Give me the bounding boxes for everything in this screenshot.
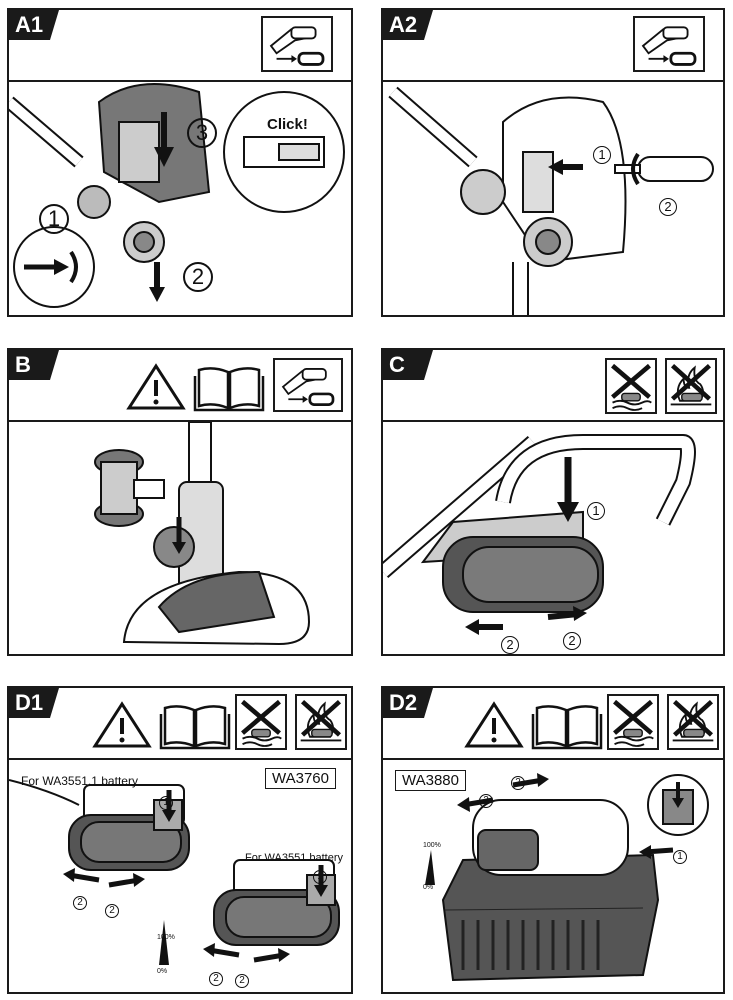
battery-removal-icon (633, 16, 705, 72)
panel-d1-header: D1 (9, 688, 351, 760)
charger-model-label: WA3760 (265, 768, 336, 789)
step-2-marker: 2 (659, 198, 677, 216)
panel-b-tag: B (9, 350, 59, 380)
warning-triangle-icon (91, 700, 153, 750)
no-water-icon (607, 694, 659, 750)
charge-level-empty: 0% (157, 968, 168, 975)
no-water-icon (235, 694, 287, 750)
panel-a2-tag: A2 (383, 10, 433, 40)
step-1-marker: 1 (593, 146, 611, 164)
panel-c: C 1 2 2 (381, 348, 725, 656)
panel-d1-illustration (9, 760, 351, 992)
panel-a1-illustration (9, 82, 351, 315)
step-1-marker: 1 (587, 502, 605, 520)
charge-level-full: 100% (157, 934, 175, 941)
charge-level-full: 100% (423, 842, 441, 849)
no-water-icon (605, 358, 657, 414)
panel-b-header: B (9, 350, 351, 422)
panel-d2-tag: D2 (383, 688, 433, 718)
step-2-marker: 2 (511, 776, 525, 790)
panel-a1-tag: A1 (9, 10, 59, 40)
panel-d2: D2 (381, 686, 725, 994)
step-2-marker-right: 2 (563, 632, 581, 650)
step-3-marker: 3 (187, 118, 217, 148)
click-callout: Click! (267, 116, 308, 133)
step-2-marker: 2 (105, 904, 119, 918)
step-2-marker: 2 (73, 896, 87, 910)
manual-book-icon (531, 700, 603, 750)
panel-b-illustration (9, 422, 351, 654)
manual-book-icon (159, 700, 231, 750)
step-1-marker: 1 (673, 850, 687, 864)
step-2-marker: 2 (479, 794, 493, 808)
panel-c-illustration (383, 422, 723, 654)
charge-level-empty: 0% (423, 884, 434, 891)
panel-d1: D1 (7, 686, 353, 994)
step-1-marker: 1 (39, 204, 69, 234)
manual-book-icon (193, 362, 265, 412)
panel-c-header: C (383, 350, 723, 422)
no-fire-icon (667, 694, 719, 750)
step-2-marker: 2 (235, 974, 249, 988)
step-2-marker: 2 (183, 262, 213, 292)
panel-d2-illustration (383, 760, 723, 992)
charger-model-label: WA3880 (395, 770, 466, 791)
battery-note-left: For WA3551.1 battery (21, 774, 138, 788)
panel-a2: A2 1 2 (381, 8, 725, 317)
panel-d2-header: D2 (383, 688, 723, 760)
step-1-marker: 1 (313, 870, 327, 884)
warning-triangle-icon (125, 362, 187, 412)
panel-a2-illustration (383, 82, 723, 315)
step-2-marker-left: 2 (501, 636, 519, 654)
panel-b: B (7, 348, 353, 656)
panel-c-tag: C (383, 350, 433, 380)
no-fire-icon (665, 358, 717, 414)
battery-removal-icon (273, 358, 343, 412)
step-2-marker: 2 (209, 972, 223, 986)
battery-removal-icon (261, 16, 333, 72)
panel-a1: A1 Click! 1 2 3 (7, 8, 353, 317)
step-1-marker: 1 (159, 796, 173, 810)
panel-a2-header: A2 (383, 10, 723, 82)
panel-a1-header: A1 (9, 10, 351, 82)
panel-d1-tag: D1 (9, 688, 59, 718)
battery-note-right: For WA3551 battery (245, 852, 344, 864)
warning-triangle-icon (463, 700, 525, 750)
no-fire-icon (295, 694, 347, 750)
